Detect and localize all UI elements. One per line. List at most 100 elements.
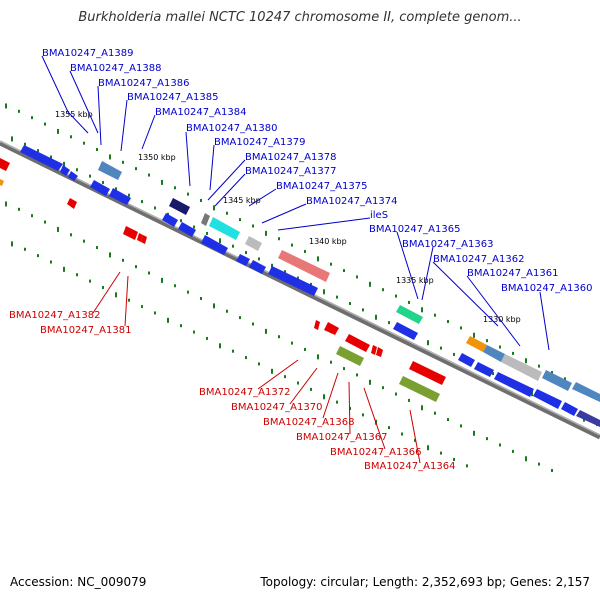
gene-arrow[interactable] xyxy=(123,226,138,240)
track-dot xyxy=(245,356,247,360)
track-dot xyxy=(57,226,59,232)
reverse-gene-labels[interactable]: BMA10247_A1382 BMA10247_A1381 BMA10247_A… xyxy=(9,310,455,472)
gene-label[interactable]: BMA10247_A1370 xyxy=(231,402,322,413)
track-dot xyxy=(148,271,150,275)
gene-label[interactable]: BMA10247_A1375 xyxy=(276,181,367,192)
gene-box[interactable] xyxy=(483,345,505,362)
gene-label[interactable]: BMA10247_A1367 xyxy=(296,432,387,443)
gene-label[interactable]: BMA10247_A1386 xyxy=(98,78,189,89)
track-dot xyxy=(362,413,364,417)
gene-label[interactable]: BMA10247_A1378 xyxy=(245,152,336,163)
gene-label[interactable]: BMA10247_A1360 xyxy=(501,283,592,294)
gene-arrow[interactable] xyxy=(561,402,578,416)
gene-label[interactable]: BMA10247_A1385 xyxy=(127,92,218,103)
gene-label[interactable]: BMA10247_A1364 xyxy=(364,461,455,472)
track-dot xyxy=(180,324,182,328)
gene-label[interactable]: BMA10247_A1380 xyxy=(186,123,277,134)
gene-box[interactable] xyxy=(169,198,190,215)
track-dot xyxy=(323,394,325,400)
gene-arrow[interactable] xyxy=(533,389,562,409)
gene-box[interactable] xyxy=(0,179,4,186)
reverse-genes[interactable] xyxy=(0,158,446,402)
gene-box[interactable] xyxy=(542,370,572,391)
gene-box[interactable] xyxy=(278,250,330,282)
gene-arrow[interactable] xyxy=(20,145,63,171)
track-dot xyxy=(180,219,182,223)
gene-box[interactable] xyxy=(245,236,262,251)
gene-arrow[interactable] xyxy=(109,188,131,205)
track-dot xyxy=(258,257,260,261)
gene-arrow[interactable] xyxy=(249,260,266,274)
track-dot xyxy=(551,468,553,472)
gene-label[interactable]: ileS xyxy=(370,210,388,221)
gene-label[interactable]: BMA10247_A1379 xyxy=(214,137,305,148)
gene-arrow[interactable] xyxy=(178,222,196,237)
gene-box[interactable] xyxy=(501,354,542,381)
track-dot xyxy=(388,426,390,430)
gene-label[interactable]: BMA10247_A1382 xyxy=(9,310,100,321)
gene-arrow[interactable] xyxy=(376,347,383,357)
gene-arrow[interactable] xyxy=(324,322,339,335)
gene-label[interactable]: BMA10247_A1361 xyxy=(467,268,558,279)
track-dot xyxy=(408,398,410,402)
gene-arrow[interactable] xyxy=(68,171,78,181)
forward-gene-labels[interactable]: BMA10247_A1389 BMA10247_A1388 BMA10247_A… xyxy=(42,48,592,294)
track-dot xyxy=(291,243,293,247)
track-dot xyxy=(284,270,286,274)
gene-box[interactable] xyxy=(336,346,364,366)
gene-label[interactable]: BMA10247_A1362 xyxy=(433,254,524,265)
gene-arrow[interactable] xyxy=(314,320,320,330)
gene-label[interactable]: BMA10247_A1389 xyxy=(42,48,133,59)
gene-arrow[interactable] xyxy=(474,362,494,377)
gene-label[interactable]: BMA10247_A1365 xyxy=(369,224,460,235)
gene-arrow[interactable] xyxy=(268,266,318,296)
track-dot xyxy=(18,207,20,211)
gene-box[interactable] xyxy=(466,336,487,352)
gene-arrow[interactable] xyxy=(345,334,370,352)
gene-label[interactable]: BMA10247_A1381 xyxy=(40,325,131,336)
gene-label[interactable]: BMA10247_A1368 xyxy=(263,417,354,428)
gene-arrow[interactable] xyxy=(371,345,377,355)
track-dot xyxy=(154,311,156,315)
gene-arrow[interactable] xyxy=(458,353,475,367)
gene-arrow[interactable] xyxy=(576,410,600,427)
gene-label[interactable]: BMA10247_A1377 xyxy=(245,166,336,177)
track-dot xyxy=(271,368,273,374)
gene-label[interactable]: BMA10247_A1374 xyxy=(306,196,397,207)
gene-arrow[interactable] xyxy=(90,180,110,196)
gene-label[interactable]: BMA10247_A1384 xyxy=(155,107,246,118)
tick-label: 1330 kbp xyxy=(483,315,521,324)
gene-arrow[interactable] xyxy=(393,322,418,340)
gene-arrow[interactable] xyxy=(0,158,10,171)
track-dot xyxy=(161,277,163,283)
gene-label[interactable]: BMA10247_A1363 xyxy=(402,239,493,250)
track-dot xyxy=(226,309,228,313)
track-dot xyxy=(252,224,254,228)
gene-arrow[interactable] xyxy=(236,254,250,266)
gene-arrow[interactable] xyxy=(494,372,534,397)
tick-labels: 1355 kbp 1350 kbp 1345 kbp 1340 kbp 1335… xyxy=(55,110,521,324)
gene-box[interactable] xyxy=(209,217,240,240)
gene-box[interactable] xyxy=(399,376,440,402)
gene-box[interactable] xyxy=(98,161,122,180)
gene-arrow[interactable] xyxy=(141,235,147,244)
gene-arrow[interactable] xyxy=(201,235,228,255)
gene-box[interactable] xyxy=(572,382,600,402)
gene-arrow[interactable] xyxy=(162,213,178,227)
gene-arrow[interactable] xyxy=(60,165,70,176)
track-dot xyxy=(102,180,104,184)
gene-arrow[interactable] xyxy=(137,233,143,242)
gene-arrow[interactable] xyxy=(67,198,77,209)
gene-label[interactable]: BMA10247_A1366 xyxy=(330,447,421,458)
track-dot xyxy=(284,375,286,379)
gene-arrow[interactable] xyxy=(409,361,446,385)
gene-label[interactable]: BMA10247_A1372 xyxy=(199,387,290,398)
gene-box[interactable] xyxy=(396,305,423,324)
track-dot xyxy=(31,116,33,120)
forward-genes[interactable] xyxy=(0,145,600,427)
gene-label[interactable]: BMA10247_A1388 xyxy=(70,63,161,74)
track-dot xyxy=(382,288,384,292)
track-dot xyxy=(226,211,228,215)
gene-box[interactable] xyxy=(201,213,210,226)
